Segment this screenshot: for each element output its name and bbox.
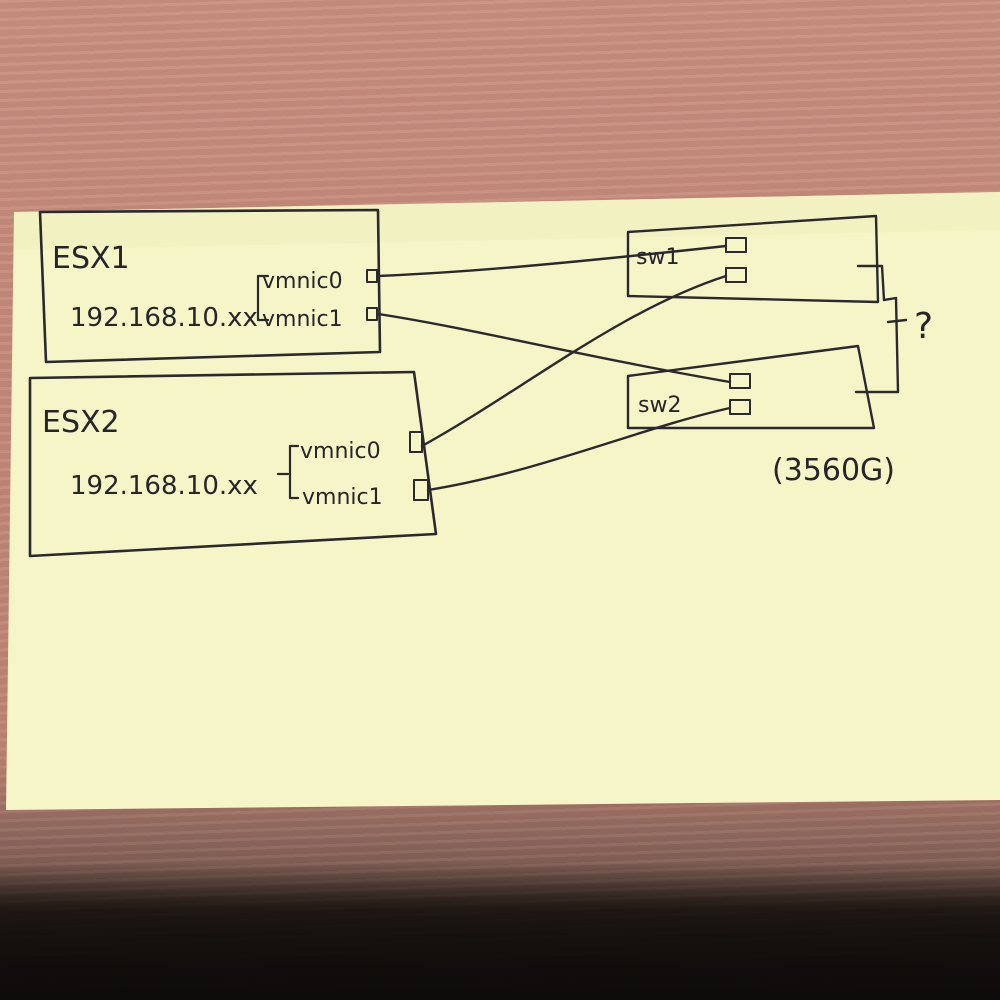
esx2-vmnic0-label: vmnic0 [300, 439, 381, 464]
sw2-switch-box: sw2 [626, 344, 876, 430]
esx1-vmnic0-label: vmnic0 [262, 269, 343, 294]
sticky-note-shade [14, 192, 1000, 250]
sw2-label: sw2 [638, 393, 681, 418]
cable-esx1-vmnic0-to-sw1 [376, 244, 728, 278]
sw1-switch-box: sw1 [626, 214, 880, 304]
sw1-label: sw1 [636, 245, 679, 270]
esx1-ip: 192.168.10.xx [70, 303, 258, 333]
esx2-ip: 192.168.10.xx [70, 471, 258, 501]
esx2-title: ESX2 [42, 405, 120, 440]
switch-model-label: (3560G) [772, 453, 895, 488]
cable-esx2-vmnic1-to-sw2 [426, 406, 732, 492]
cable-esx2-vmnic0-to-sw1 [420, 274, 728, 448]
cable-esx1-vmnic1-to-sw2 [376, 312, 732, 384]
sticky-note-paper [6, 192, 1000, 810]
esx1-vmnic1-label: vmnic1 [262, 307, 343, 332]
esx2-vmnic0-port [409, 431, 423, 453]
question-mark: ? [914, 306, 933, 347]
esx1-title: ESX1 [52, 241, 130, 276]
desk-shadow [0, 862, 1000, 1000]
esx2-host-box: ESX2 192.168.10.xx vmnic0 vmnic1 [28, 370, 438, 558]
esx2-vmnic1-label: vmnic1 [302, 485, 383, 510]
inter-switch-link: ? [854, 264, 933, 394]
